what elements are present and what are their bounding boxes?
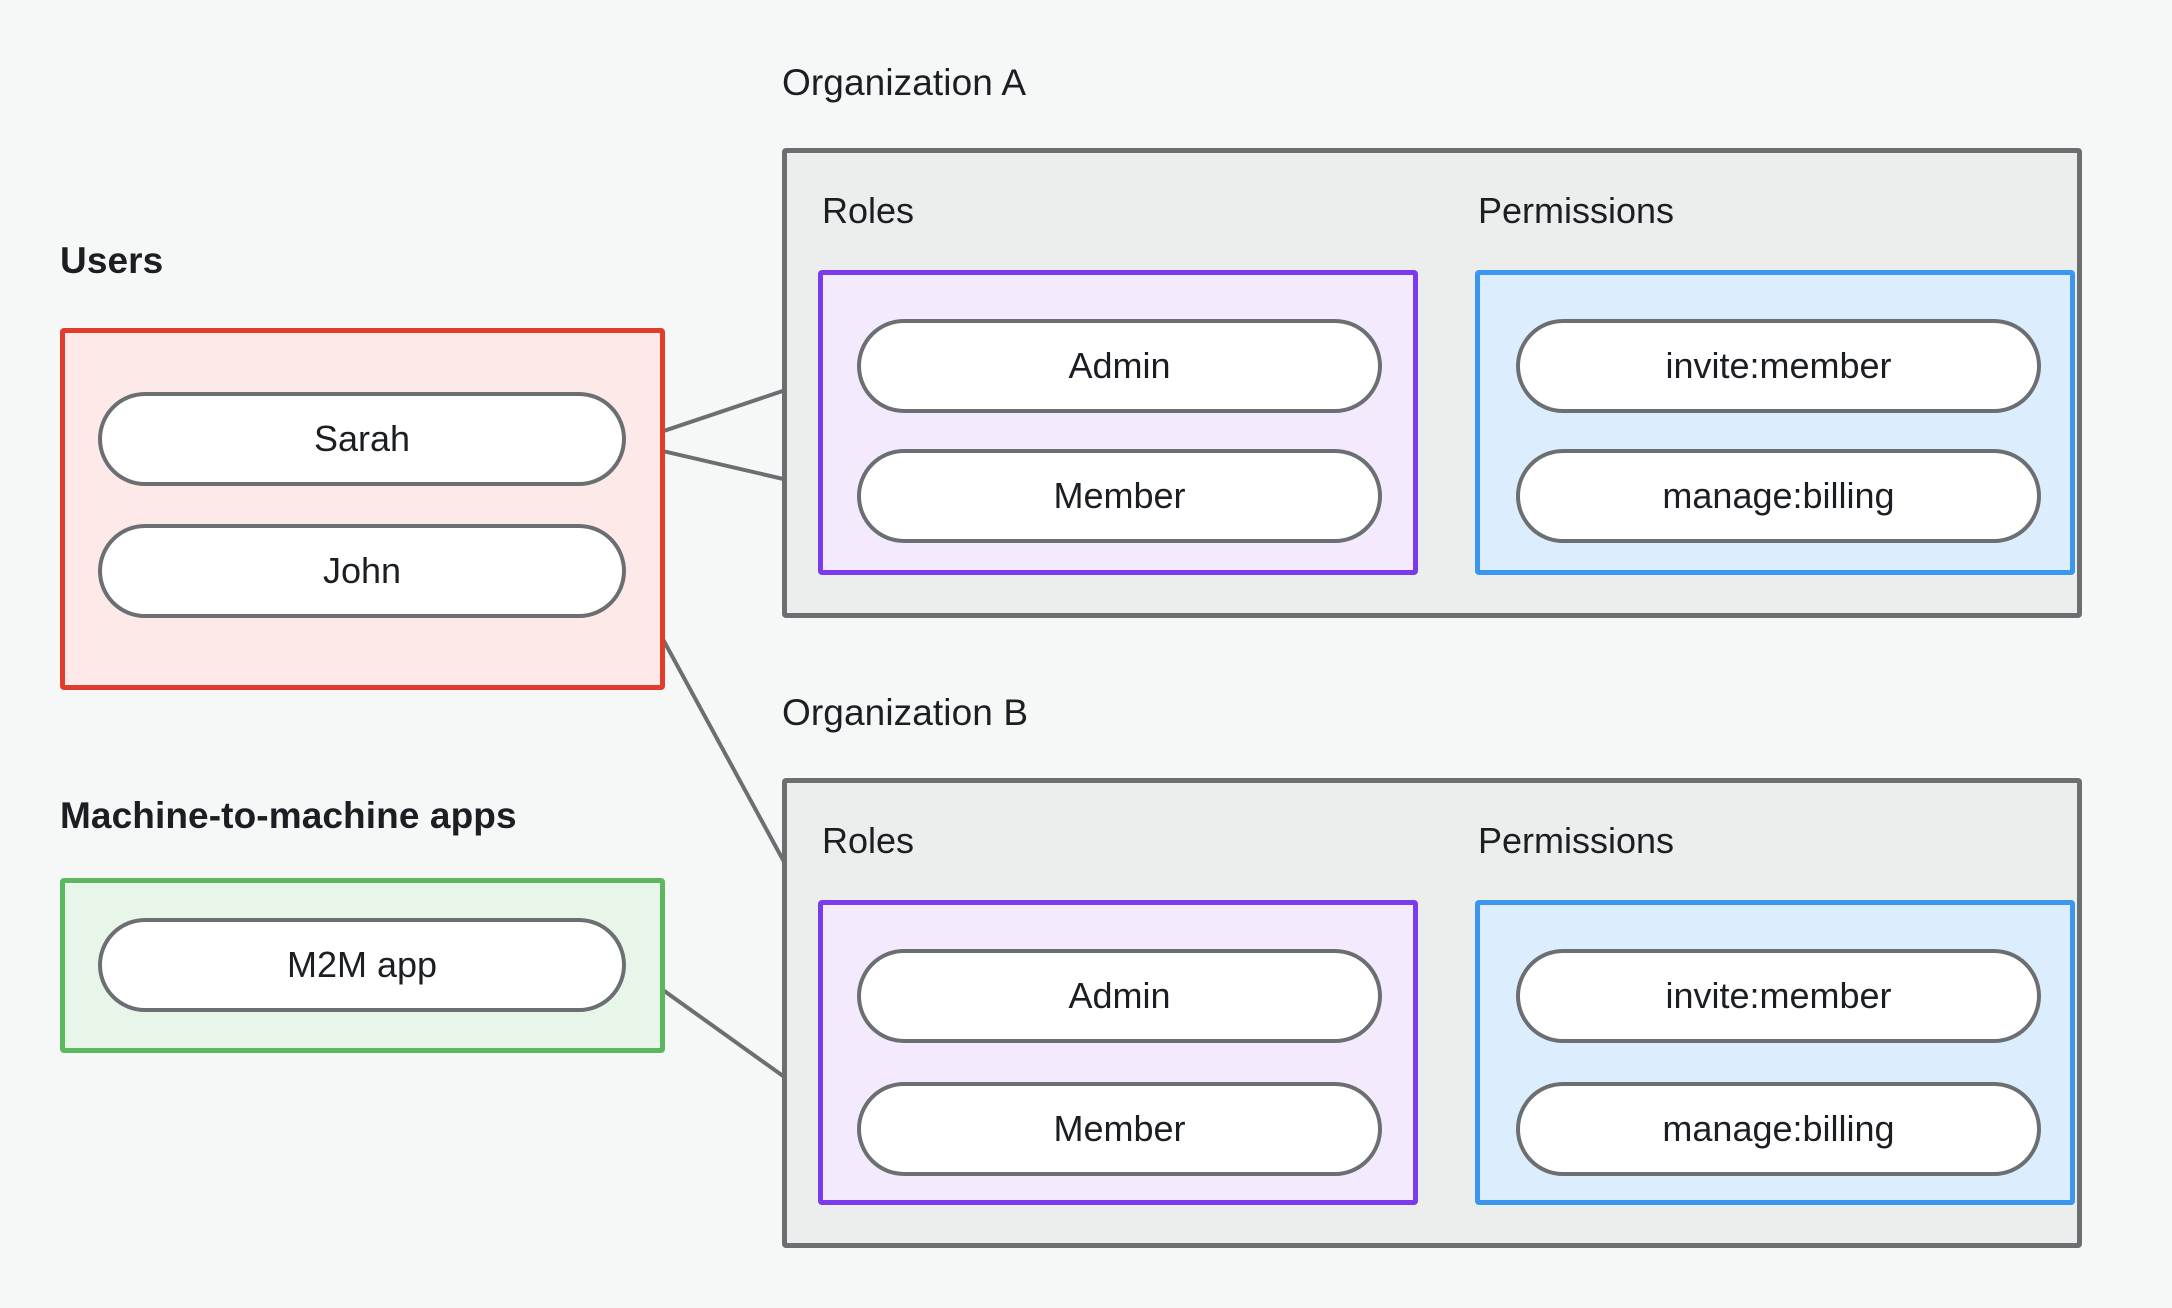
users-group-label: Users — [60, 240, 164, 281]
org-a-role-member[interactable]: Member — [857, 449, 1382, 543]
org-b-permissions-label: Permissions — [1478, 820, 1675, 861]
org-b-permission-manage-billing[interactable]: manage:billing — [1516, 1082, 2041, 1176]
user-node-sarah[interactable]: Sarah — [98, 392, 626, 486]
org-a-permissions-label: Permissions — [1478, 190, 1675, 231]
org-a-permission-manage-billing[interactable]: manage:billing — [1516, 449, 2041, 543]
m2m-node-app[interactable]: M2M app — [98, 918, 626, 1012]
user-node-john[interactable]: John — [98, 524, 626, 618]
org-a-role-admin[interactable]: Admin — [857, 319, 1382, 413]
org-a-roles-label: Roles — [822, 190, 915, 231]
org-a-label: Organization A — [782, 62, 1027, 103]
org-b-role-admin[interactable]: Admin — [857, 949, 1382, 1043]
org-b-label: Organization B — [782, 692, 1029, 733]
org-b-role-member[interactable]: Member — [857, 1082, 1382, 1176]
org-b-permission-invite-member[interactable]: invite:member — [1516, 949, 2041, 1043]
org-b-roles-label: Roles — [822, 820, 915, 861]
m2m-group-label: Machine-to-machine apps — [60, 795, 517, 836]
users-container — [60, 328, 665, 690]
org-a-permission-invite-member[interactable]: invite:member — [1516, 319, 2041, 413]
